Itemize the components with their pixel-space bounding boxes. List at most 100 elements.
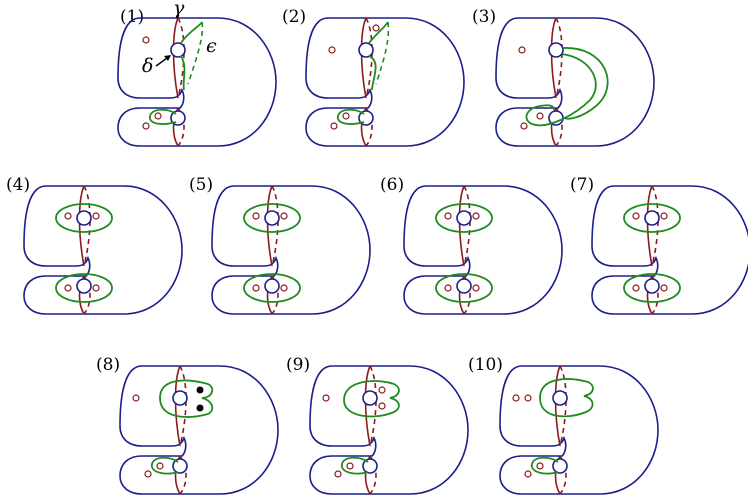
puncture-upper (252, 212, 260, 220)
surface-outline (119, 365, 279, 495)
boundary-hole-lower (264, 278, 280, 294)
panel-surface (591, 185, 748, 315)
puncture-upper-left (328, 46, 336, 54)
puncture-upper-left (142, 36, 150, 44)
boundary-hole-lower (172, 458, 188, 474)
panel-surface (23, 185, 183, 315)
curve-lower-loop (151, 456, 179, 475)
panel-label: (1) (120, 7, 144, 27)
seam-upper-front (78, 185, 85, 267)
puncture-lower (252, 284, 260, 292)
curve-upper-ellipse (55, 203, 113, 233)
puncture-lower-left (524, 470, 532, 478)
seam-upper-front (646, 185, 653, 267)
panel-surface: γ δ ϵ (117, 0, 277, 147)
puncture-lower (64, 284, 72, 292)
puncture-left (512, 394, 520, 402)
panel-9: (9) (286, 355, 469, 495)
panel-3: (3) (472, 7, 655, 147)
marked-point (196, 386, 204, 394)
seam-upper-front (266, 185, 273, 267)
boundary-hole-upper (172, 390, 188, 406)
puncture-lower-right (280, 284, 288, 292)
surface-outline (591, 185, 748, 315)
seam-upper-front (550, 17, 557, 99)
panel-label: (8) (96, 355, 120, 375)
panel-label: (6) (380, 175, 404, 195)
curve-upper-lobe (159, 379, 214, 418)
panel-1: (1) γ δ ϵ (117, 0, 277, 147)
delta-label: δ (142, 55, 153, 77)
boundary-hole-lower (76, 278, 92, 294)
panel-8: (8) (96, 355, 279, 495)
panel-label: (2) (282, 7, 306, 27)
surface-outline (211, 185, 371, 315)
boundary-hole-upper (644, 210, 660, 226)
seam-upper-front (364, 365, 371, 447)
curve-upper-arc (368, 21, 389, 44)
puncture-upper (632, 212, 640, 220)
seam-upper-back (555, 17, 563, 99)
panel-4: (4) (6, 175, 183, 315)
boundary-hole-lower (552, 458, 568, 474)
boundary-hole-upper (76, 210, 92, 226)
curve-upper-lobe (539, 378, 594, 418)
puncture-left (322, 394, 330, 402)
panel-5: (5) (189, 175, 371, 315)
panel-2: (2) (282, 7, 465, 147)
panel-10: (10) (468, 355, 659, 495)
curve-lower-loop (341, 456, 369, 475)
gamma-label: γ (173, 0, 185, 19)
puncture-lower-inner (536, 462, 544, 470)
surface-outline (309, 365, 469, 495)
curve-dashed (375, 21, 390, 85)
curve-lower-ellipse (243, 273, 301, 303)
seam-upper-back (463, 185, 471, 267)
seam-upper-front (458, 185, 465, 267)
puncture-upper-right (472, 212, 480, 220)
puncture-lower-inner (342, 112, 350, 120)
boundary-hole-lower (456, 278, 472, 294)
panel-7: (7) (570, 175, 748, 315)
epsilon-label: ϵ (206, 35, 217, 57)
seam-upper-front (172, 17, 179, 99)
puncture-lower-left (142, 122, 150, 130)
panel-surface (499, 365, 659, 495)
puncture-left-inner (524, 394, 532, 402)
seam-upper-front (554, 365, 561, 447)
seam-upper-back (559, 365, 567, 447)
boundary-hole-upper (456, 210, 472, 226)
puncture-upper (444, 212, 452, 220)
puncture-upper (64, 212, 72, 220)
puncture-upper-right (372, 24, 380, 32)
panel-label: (5) (189, 175, 213, 195)
curve-lower-ellipse (623, 273, 681, 303)
seam-upper-back (271, 185, 279, 267)
curve-lower-loop (531, 456, 559, 475)
seam-upper-back (83, 185, 91, 267)
panel-surface (309, 365, 469, 495)
panel-label: (7) (570, 175, 594, 195)
boundary-hole-upper (264, 210, 280, 226)
puncture-lower-left (334, 470, 342, 478)
puncture-upper-right (280, 212, 288, 220)
puncture-lower-right (660, 284, 668, 292)
curve-upper-lower-arc (368, 55, 377, 91)
seam-upper-back (179, 365, 187, 447)
seam-upper-back (369, 365, 377, 447)
puncture-upper-right (660, 212, 668, 220)
surface-outline (495, 17, 655, 147)
boundary-hole-upper (170, 42, 186, 58)
surface-outline (403, 185, 563, 315)
boundary-hole-upper (552, 390, 568, 406)
panel-surface (305, 17, 465, 147)
panel-label: (3) (472, 7, 496, 27)
puncture-lower (444, 284, 452, 292)
puncture-left (132, 394, 140, 402)
boundary-hole-lower (644, 278, 660, 294)
panel-surface (403, 185, 563, 315)
curve-lower-ellipse (55, 273, 113, 303)
curve-lower-loop (337, 108, 365, 125)
curve-upper-ellipse (243, 203, 301, 233)
boundary-hole-upper (358, 42, 374, 58)
